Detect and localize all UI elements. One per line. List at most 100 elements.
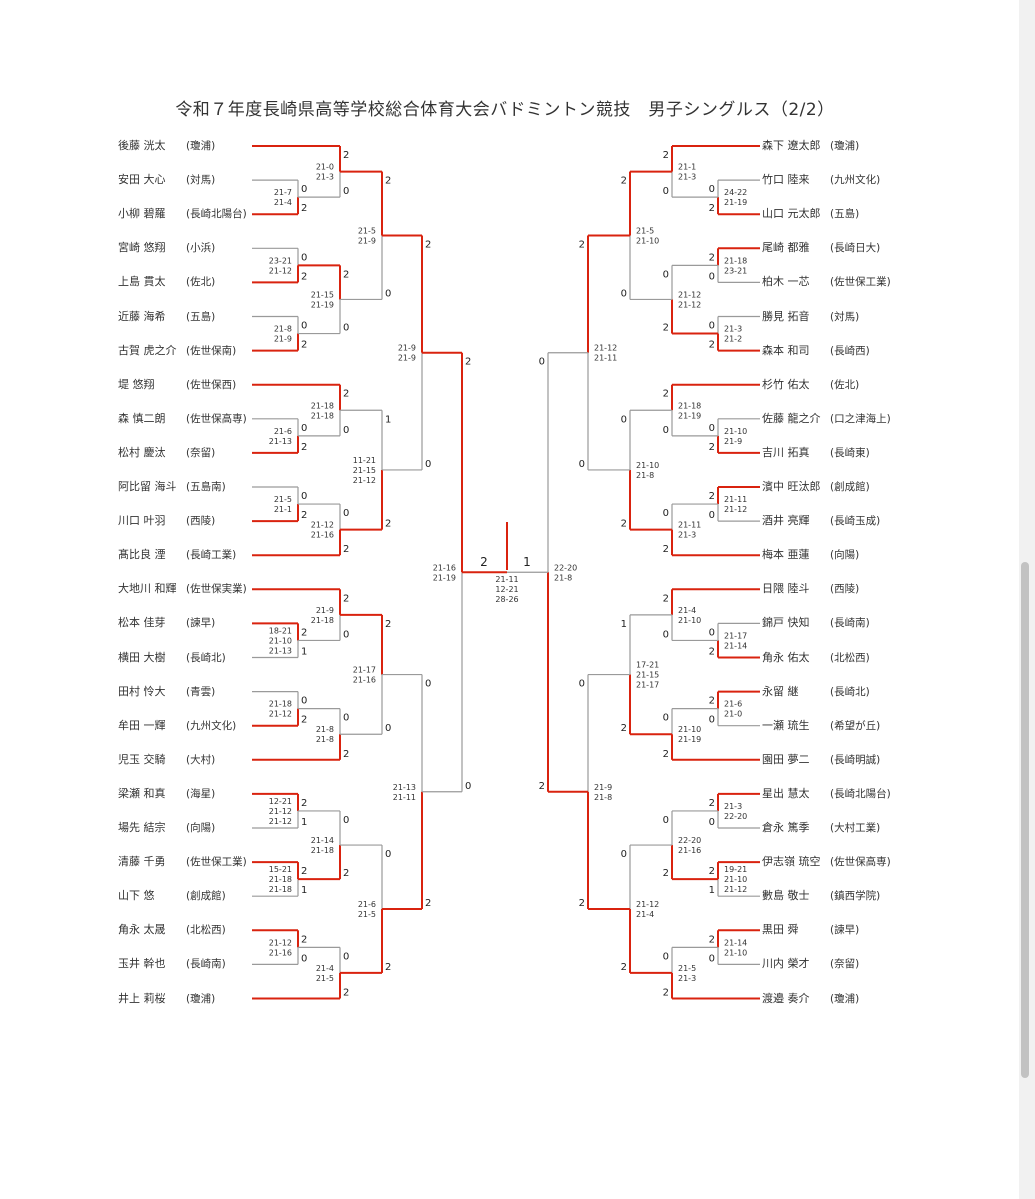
match-score: 21-18: [269, 885, 292, 894]
player-name: 堤 悠翔: [118, 377, 155, 391]
match-score: 21-3: [678, 974, 696, 983]
match-score: 21-3: [724, 802, 742, 811]
player-school: (対馬): [186, 174, 216, 187]
player-school: (諫早): [186, 617, 216, 630]
match-score: 21-5: [358, 227, 376, 236]
match-score: 21-10: [269, 636, 292, 645]
win-count: 2: [385, 176, 391, 187]
win-count: 2: [709, 252, 715, 263]
player-name: 日隈 陸斗: [762, 582, 810, 596]
player-school: (佐北): [186, 276, 216, 289]
player-name: 田村 怜大: [118, 684, 166, 698]
win-count: 2: [709, 340, 715, 351]
player-name: 吉川 拓真: [762, 445, 810, 459]
win-count: 2: [709, 491, 715, 502]
win-count: 1: [301, 885, 307, 896]
player-school: (向陽): [186, 822, 216, 834]
win-count: 2: [621, 519, 627, 530]
player-name: 柏木 一芯: [762, 275, 810, 289]
match-score: 21-12: [353, 476, 376, 485]
win-count: 0: [301, 953, 307, 964]
win-count: 0: [663, 425, 669, 436]
win-count: 0: [709, 321, 715, 332]
match-score: 21-12: [311, 521, 334, 530]
win-count: 0: [343, 713, 349, 724]
win-count: 2: [343, 868, 349, 879]
match-score: 21-12: [636, 900, 659, 909]
win-count: 0: [663, 186, 669, 197]
win-count: 2: [621, 962, 627, 973]
match-score: 21-7: [274, 188, 292, 197]
match-score: 21-19: [678, 411, 701, 420]
win-count: 2: [343, 749, 349, 760]
player-school: (北松西): [186, 924, 226, 937]
scrollbar-thumb[interactable]: [1021, 562, 1029, 1078]
match-score: 15-21: [269, 865, 292, 874]
player-name: 大地川 和輝: [118, 582, 177, 596]
win-count: 0: [385, 723, 391, 734]
match-score: 21-12: [678, 300, 701, 309]
match-score: 21-18: [311, 616, 334, 625]
match-score: 21-10: [678, 616, 701, 625]
player-name: 牟田 一輝: [118, 718, 166, 732]
win-count: 0: [343, 186, 349, 197]
player-name: 近藤 海希: [118, 309, 166, 323]
player-name: 勝見 拓音: [762, 309, 810, 323]
match-score: 21-4: [636, 910, 654, 919]
match-score: 21-18: [678, 401, 701, 410]
player-school: (佐世保南): [186, 344, 237, 357]
match-score: 21-5: [274, 495, 292, 504]
win-count: 0: [343, 425, 349, 436]
player-name: 佐藤 龍之介: [762, 411, 821, 425]
win-count: 0: [579, 679, 585, 690]
player-school: (佐世保高専): [186, 412, 247, 425]
win-count: 0: [709, 715, 715, 726]
player-name: 森本 和司: [762, 343, 810, 357]
win-count: 0: [301, 696, 307, 707]
match-score: 21-13: [269, 437, 292, 446]
match-score: 21-12: [594, 344, 617, 353]
win-count: 0: [621, 288, 627, 299]
match-score: 21-8: [316, 735, 334, 744]
match-score: 21-8: [274, 325, 292, 334]
win-count: 2: [663, 868, 669, 879]
match-score: 21-3: [724, 325, 742, 334]
player-school: (五島): [830, 208, 860, 221]
match-score: 21-10: [636, 237, 659, 246]
win-count: 2: [663, 749, 669, 760]
player-name: 山下 悠: [118, 889, 155, 903]
match-score: 21-5: [636, 227, 654, 236]
player-name: 古賀 虎之介: [118, 343, 177, 357]
match-score: 21-15: [353, 466, 376, 475]
win-count: 2: [385, 962, 391, 973]
win-count: 2: [301, 442, 307, 453]
win-count: 2: [343, 269, 349, 280]
match-score: 21-14: [724, 938, 747, 947]
player-name: 竹口 陸来: [762, 173, 810, 187]
player-school: (希望が丘): [830, 719, 881, 732]
player-name: 數島 敬士: [762, 889, 810, 903]
win-count: 2: [579, 240, 585, 251]
win-count: 2: [709, 866, 715, 877]
win-count: 0: [663, 508, 669, 519]
match-score: 24-22: [724, 188, 747, 197]
win-count: 1: [621, 619, 627, 630]
match-score: 21-9: [398, 344, 416, 353]
win-count: 0: [343, 629, 349, 640]
win-count: 0: [425, 679, 431, 690]
player-name: 髙比良 湮: [118, 548, 166, 562]
player-name: 玉井 幹也: [118, 957, 166, 971]
win-count: 0: [301, 252, 307, 263]
player-name: 松村 慶汰: [118, 445, 166, 459]
win-count: 0: [709, 184, 715, 195]
player-name: 伊志嶺 琉空: [762, 855, 821, 869]
player-school: (大村): [186, 753, 216, 766]
win-count: 2: [385, 519, 391, 530]
player-school: (瓊浦): [186, 992, 216, 1005]
match-score: 21-1: [274, 505, 292, 514]
win-count: 2: [621, 176, 627, 187]
win-count: 2: [663, 544, 669, 555]
player-name: 宮崎 悠翔: [118, 241, 166, 255]
player-school: (青雲): [186, 685, 216, 698]
